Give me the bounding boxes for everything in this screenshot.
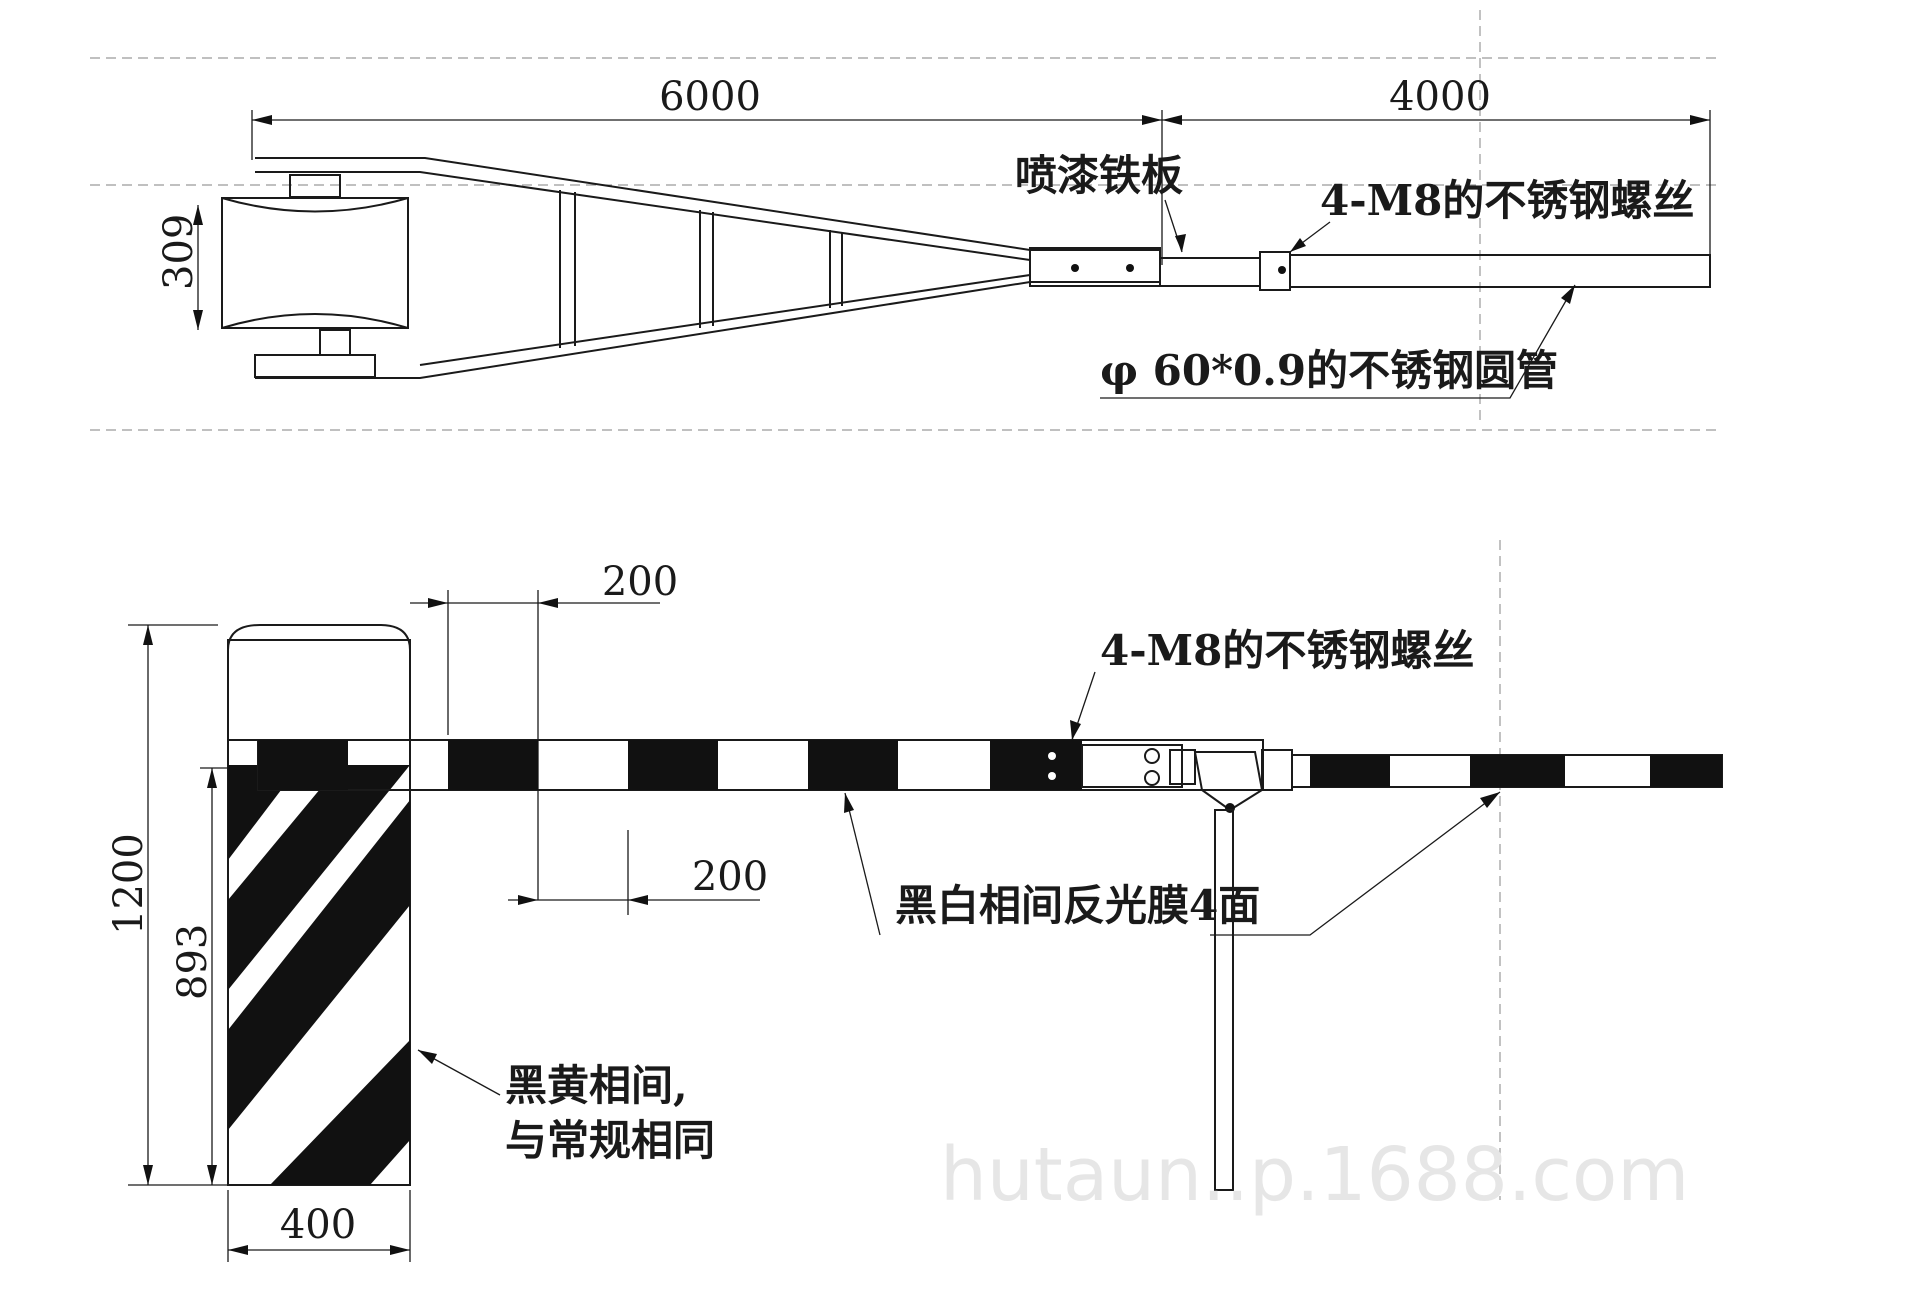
dim-arrow <box>143 625 153 645</box>
dim-arrow <box>628 895 648 905</box>
dim-arrow <box>428 598 448 608</box>
steel-tube <box>1289 254 1711 288</box>
arm-stripe-black <box>258 740 348 790</box>
base-plate-top <box>254 354 376 378</box>
plate-upper-inner <box>255 171 1031 261</box>
dim-arrow <box>193 205 203 225</box>
support-leg <box>1214 809 1234 1191</box>
arm-stripe-black <box>628 740 718 790</box>
post-cap <box>227 624 411 741</box>
dim-arrow <box>228 1245 248 1255</box>
watermark-text: hutaun..p.1688.com <box>940 1132 1689 1218</box>
dim-200-bottom-label: 200 <box>692 854 768 900</box>
leader-arrow <box>844 793 854 813</box>
housing-curve <box>221 197 409 213</box>
dim-309-label: 309 <box>156 214 202 290</box>
dim-6000-label: 6000 <box>659 74 761 120</box>
leader-arrow <box>1561 285 1575 304</box>
post-stripe <box>228 800 410 1130</box>
arm-connector <box>1081 744 1183 788</box>
bolt-hole <box>1278 266 1286 274</box>
dim-arrow <box>390 1245 410 1255</box>
leader-line <box>1100 284 1576 399</box>
bolt-hole <box>1048 772 1056 780</box>
arm-stripe-black <box>448 740 538 790</box>
post-stripe <box>228 765 410 990</box>
leader-arrow <box>1070 720 1081 740</box>
top-view: 6000 4000 309 喷漆铁板 <box>156 74 1711 399</box>
tube-connector <box>1159 257 1261 287</box>
post-stripes <box>228 765 410 1185</box>
label-bolts-top: 4-M8的不锈钢螺丝 <box>1320 176 1694 225</box>
connector-bolt <box>1144 770 1160 786</box>
dim-1200-label: 1200 <box>106 833 152 935</box>
dim-200-top-label: 200 <box>602 559 678 605</box>
dim-arrow <box>538 598 558 608</box>
leader-line <box>1210 791 1501 936</box>
dim-893-label: 893 <box>170 924 216 1000</box>
ext-stripe-black <box>1650 755 1722 787</box>
label-post-stripes-1: 黑黄相间, <box>505 1061 688 1110</box>
dim-arrow <box>1690 115 1710 125</box>
extension-joint <box>1261 749 1293 791</box>
dim-arrow <box>143 1165 153 1185</box>
arm-stripe-black <box>808 740 898 790</box>
label-steel-tube: φ 60*0.9的不锈钢圆管 <box>1100 346 1558 395</box>
dim-arrow <box>207 768 217 788</box>
dim-arrow <box>1142 115 1162 125</box>
front-view: 200 200 1200 893 400 <box>106 559 1723 1262</box>
arm-joint-bracket <box>1193 751 1264 812</box>
dim-arrow <box>252 115 272 125</box>
dim-400-label: 400 <box>280 1202 356 1248</box>
label-bolts-front: 4-M8的不锈钢螺丝 <box>1100 626 1474 675</box>
housing-curve <box>221 313 409 329</box>
post-stripe <box>270 1040 410 1185</box>
connector-bolt <box>1144 748 1160 764</box>
housing-neck <box>319 329 351 356</box>
housing-cap <box>289 174 341 198</box>
plate-lower-inner <box>419 274 1031 366</box>
ext-stripe-black <box>1310 755 1390 787</box>
plate-upper-edge <box>255 157 1160 251</box>
leader-arrow <box>1290 238 1306 252</box>
label-reflective-film: 黑白相间反光膜4面 <box>895 881 1260 930</box>
label-post-stripes-2: 与常规相同 <box>505 1116 715 1165</box>
tube-clamp <box>1029 247 1161 287</box>
leader-arrow <box>1175 234 1186 252</box>
arm-stripe-black <box>990 740 1082 790</box>
plate-lower-edge <box>255 281 1160 379</box>
arm-connector-end <box>1169 749 1196 785</box>
dim-arrow <box>1162 115 1182 125</box>
label-painted-plate: 喷漆铁板 <box>1015 151 1183 200</box>
leader-arrow <box>418 1050 437 1064</box>
ext-stripe-black <box>1470 755 1565 787</box>
dim-arrow <box>193 310 203 330</box>
bolt-hole <box>1048 752 1056 760</box>
housing-top <box>221 197 409 329</box>
dim-arrow <box>207 1165 217 1185</box>
dim-arrow <box>518 895 538 905</box>
bolt-hole <box>1126 264 1134 272</box>
dim-4000-label: 4000 <box>1389 74 1491 120</box>
leader-line <box>844 792 881 936</box>
bolt-hole <box>1071 264 1079 272</box>
leader-arrow <box>1480 792 1500 808</box>
